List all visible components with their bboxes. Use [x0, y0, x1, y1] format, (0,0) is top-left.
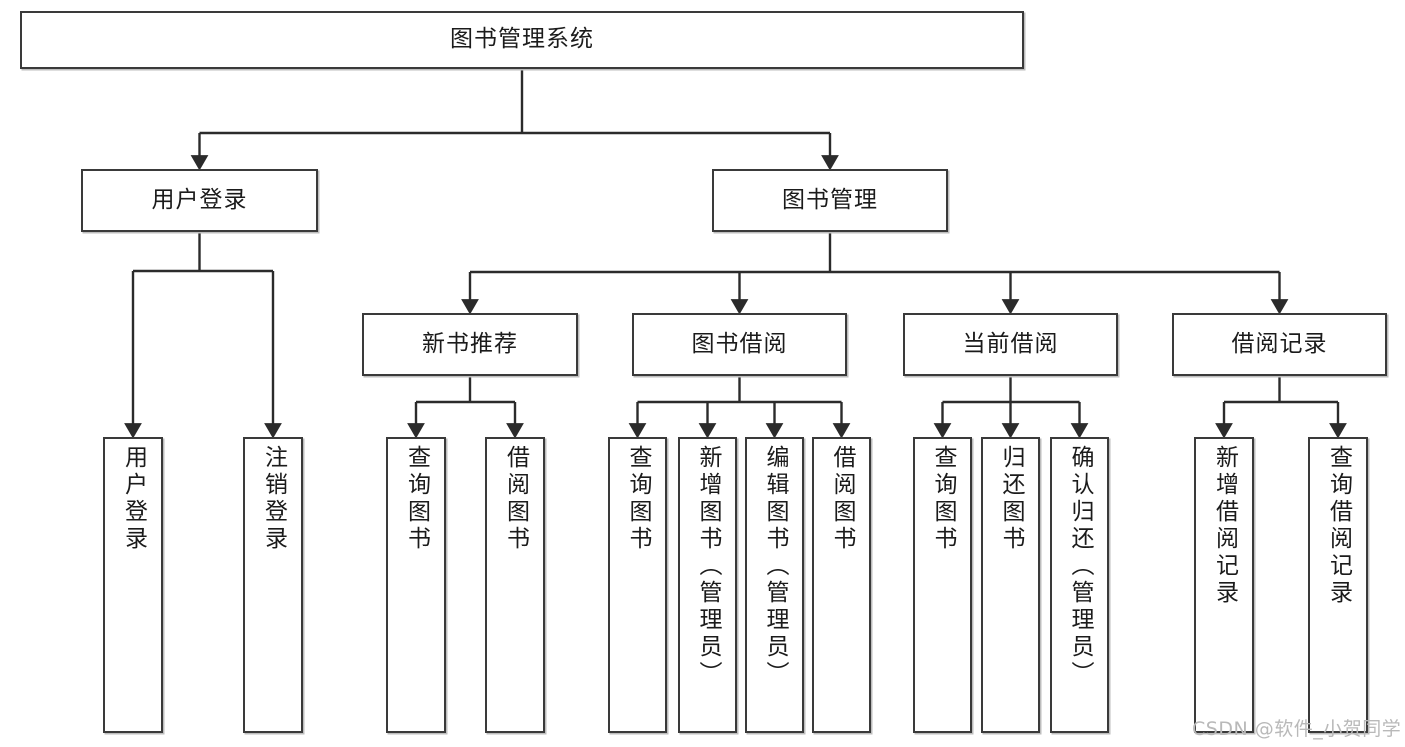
node-leaf-add-borrow-record-label: 新增借阅记录 [1211, 445, 1238, 607]
node-book-borrow-label: 图书借阅 [691, 330, 788, 357]
node-current-borrow-label: 当前借阅 [962, 330, 1059, 357]
node-leaf-confirm-return-admin-label: 确认归还（管理员） [1067, 445, 1093, 688]
node-leaf-borrow-book[interactable]: 借阅图书 [812, 437, 871, 733]
node-leaf-add-book-admin[interactable]: 新增图书（管理员） [678, 437, 737, 733]
node-user-login[interactable]: 用户登录 [81, 169, 318, 232]
node-new-book-recommend[interactable]: 新书推荐 [362, 313, 578, 376]
node-leaf-user-login-label: 用户登录 [120, 445, 147, 553]
node-leaf-edit-book-admin-label: 编辑图书（管理员） [762, 445, 788, 688]
node-leaf-user-login[interactable]: 用户登录 [103, 437, 163, 733]
node-leaf-query-book-cur-label: 查询图书 [930, 445, 956, 553]
node-book-manage[interactable]: 图书管理 [712, 169, 948, 232]
node-user-login-label: 用户登录 [151, 186, 248, 213]
node-leaf-edit-book-admin[interactable]: 编辑图书（管理员） [745, 437, 804, 733]
node-leaf-borrow-book-rec[interactable]: 借阅图书 [485, 437, 545, 733]
node-root[interactable]: 图书管理系统 [20, 11, 1024, 69]
node-book-manage-label: 图书管理 [782, 186, 878, 213]
node-leaf-query-book-rec[interactable]: 查询图书 [386, 437, 446, 733]
node-leaf-query-borrow-record-label: 查询借阅记录 [1325, 445, 1352, 607]
watermark: CSDN @软件_小贺同学 [1192, 718, 1402, 740]
node-borrow-record[interactable]: 借阅记录 [1172, 313, 1387, 376]
node-leaf-return-book[interactable]: 归还图书 [981, 437, 1040, 733]
node-book-borrow[interactable]: 图书借阅 [632, 313, 847, 376]
node-root-label: 图书管理系统 [450, 26, 594, 53]
node-leaf-query-book-rec-label: 查询图书 [403, 445, 430, 553]
node-leaf-return-book-label: 归还图书 [998, 445, 1024, 553]
node-leaf-query-book-borrow-label: 查询图书 [625, 445, 651, 553]
node-leaf-query-borrow-record[interactable]: 查询借阅记录 [1308, 437, 1368, 733]
node-leaf-add-book-admin-label: 新增图书（管理员） [695, 445, 721, 688]
node-leaf-query-book-cur[interactable]: 查询图书 [913, 437, 972, 733]
node-leaf-borrow-book-rec-label: 借阅图书 [502, 445, 529, 553]
node-leaf-add-borrow-record[interactable]: 新增借阅记录 [1194, 437, 1254, 733]
node-current-borrow[interactable]: 当前借阅 [903, 313, 1118, 376]
node-leaf-confirm-return-admin[interactable]: 确认归还（管理员） [1050, 437, 1109, 733]
node-leaf-query-book-borrow[interactable]: 查询图书 [608, 437, 667, 733]
node-borrow-record-label: 借阅记录 [1231, 330, 1328, 357]
node-leaf-logout-login-label: 注销登录 [260, 445, 287, 553]
node-leaf-borrow-book-label: 借阅图书 [829, 445, 855, 553]
node-leaf-logout-login[interactable]: 注销登录 [243, 437, 303, 733]
node-new-book-recommend-label: 新书推荐 [422, 330, 518, 357]
